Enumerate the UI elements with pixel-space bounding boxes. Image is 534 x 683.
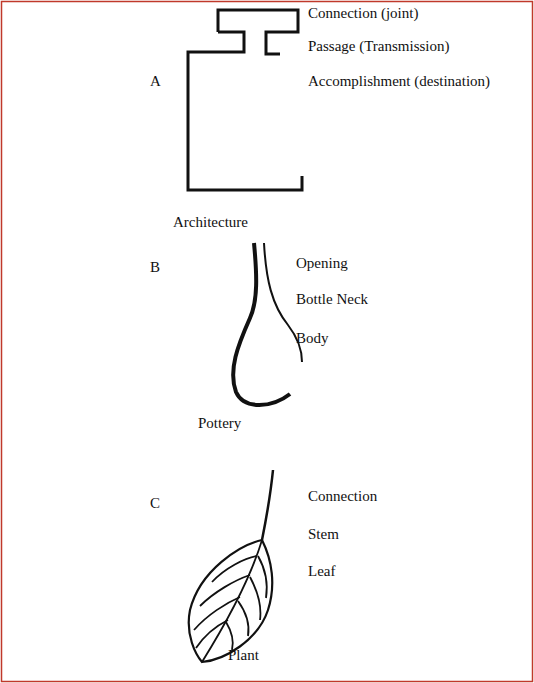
part-label: Opening	[296, 254, 348, 272]
section-letter: C	[150, 494, 160, 512]
section-letter: B	[150, 258, 160, 276]
pottery-figure	[233, 243, 302, 405]
part-label: Leaf	[308, 562, 335, 580]
section-letter: A	[150, 72, 161, 90]
part-label: Connection (joint)	[308, 4, 418, 22]
part-label: Accomplishment (destination)	[308, 72, 490, 90]
part-label: Passage (Transmission)	[308, 37, 450, 55]
part-label: Connection	[308, 487, 377, 505]
leaf-figure	[189, 470, 273, 662]
architecture-figure	[188, 10, 302, 190]
part-label: Stem	[308, 525, 339, 543]
figure-caption: Architecture	[173, 213, 248, 231]
figure-caption: Pottery	[198, 414, 241, 432]
figure-caption: Plant	[228, 646, 259, 664]
part-label: Body	[296, 329, 329, 347]
part-label: Bottle Neck	[296, 290, 368, 308]
